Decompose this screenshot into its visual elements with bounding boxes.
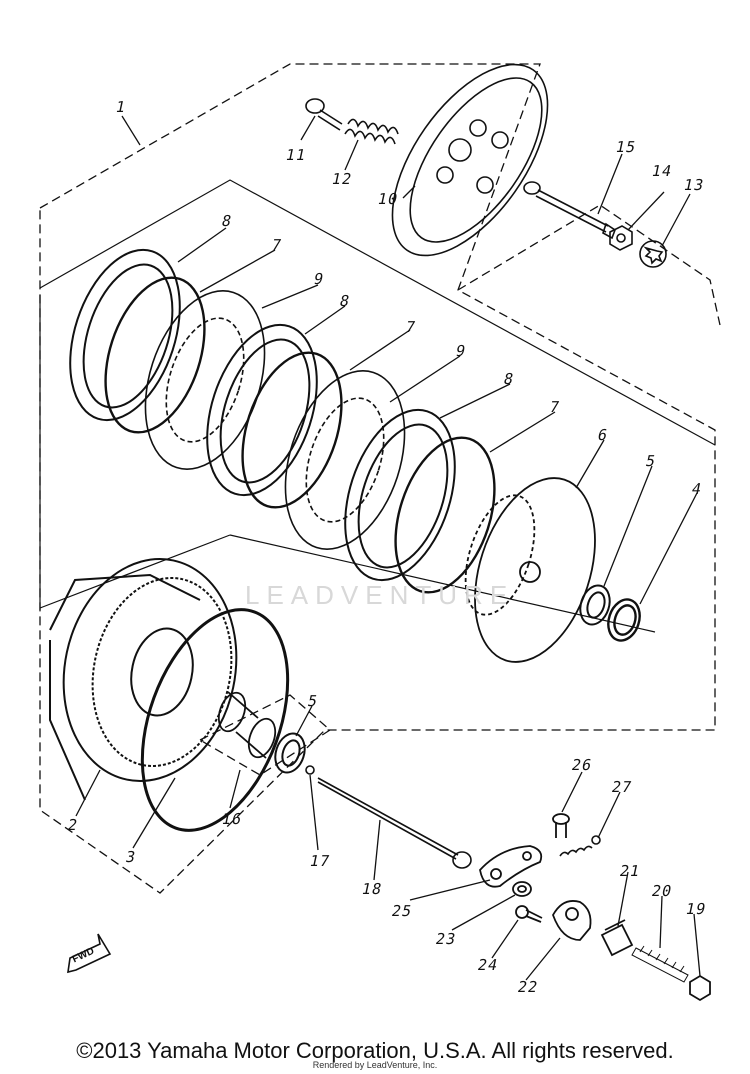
washer-5-upper [579,584,611,626]
watermark-text: LEADVENTURE [245,580,515,610]
callout-25: 25 [390,902,414,920]
rendered-by-credit: Rendered by LeadVenture, Inc. [312,1060,438,1070]
callout-20: 20 [650,882,674,900]
friction-plate-8b [206,323,318,497]
callout-15: 15 [614,138,638,156]
callout-10: 10 [376,190,400,208]
friction-plate-8c [344,408,456,582]
nut-14 [609,225,633,251]
push-rod-18 [317,777,472,869]
callout-13: 13 [682,176,706,194]
screw-24 [515,905,543,923]
callout-24: 24 [476,956,500,974]
pin-26 [552,813,570,838]
spacer-16 [217,691,277,759]
clutch-plate-9a [144,290,266,470]
ball-17 [305,765,315,775]
callout-23: 23 [434,930,458,948]
callout-11: 11 [284,146,308,164]
stack-lower-line [229,534,656,633]
callout-26: 26 [570,756,594,774]
adjuster-screw-20 [631,945,689,983]
o-ring-3 [140,608,290,832]
washer-4 [607,598,641,642]
push-rod-boundary [198,694,332,776]
callout-22: 22 [516,978,540,996]
nut-19 [689,974,711,1002]
ring-7c [394,436,496,594]
washer-23 [512,881,532,897]
spring-27 [559,835,601,857]
stack-lower-left-line [39,534,231,609]
copyright-notice: ©2013 Yamaha Motor Corporation, U.S.A. A… [76,1038,674,1063]
callout-27: 27 [610,778,634,796]
pressure-plate-10 [391,63,549,257]
callout-16: 16 [220,810,244,828]
leader-lines [75,115,701,981]
clutch-boss-6 [464,477,596,663]
callout-14: 14 [650,162,674,180]
callout-18: 18 [360,880,384,898]
fwd-arrow-icon [67,933,112,974]
ring-7a [104,276,206,434]
bolt-11 [305,98,343,131]
stack-upper-line [39,179,716,446]
callout-12: 12 [330,170,354,188]
washer-5-lower [274,732,306,774]
outer-boundary-line [39,63,716,894]
callout-21: 21 [618,862,642,880]
push-rod-15 [523,181,616,240]
bracket-22 [552,900,592,941]
pressure-plate-boundary [457,204,721,326]
clutch-housing-2 [49,558,238,801]
clutch-plate-9b [284,370,406,550]
lock-washer-13 [639,240,667,268]
callout-17: 17 [308,852,332,870]
callout-19: 19 [684,900,708,918]
spring-12 [344,118,399,145]
adjuster-21 [600,919,634,957]
ring-7b [241,351,343,509]
friction-plate-8a [69,248,181,422]
push-lever-25 [479,845,543,888]
